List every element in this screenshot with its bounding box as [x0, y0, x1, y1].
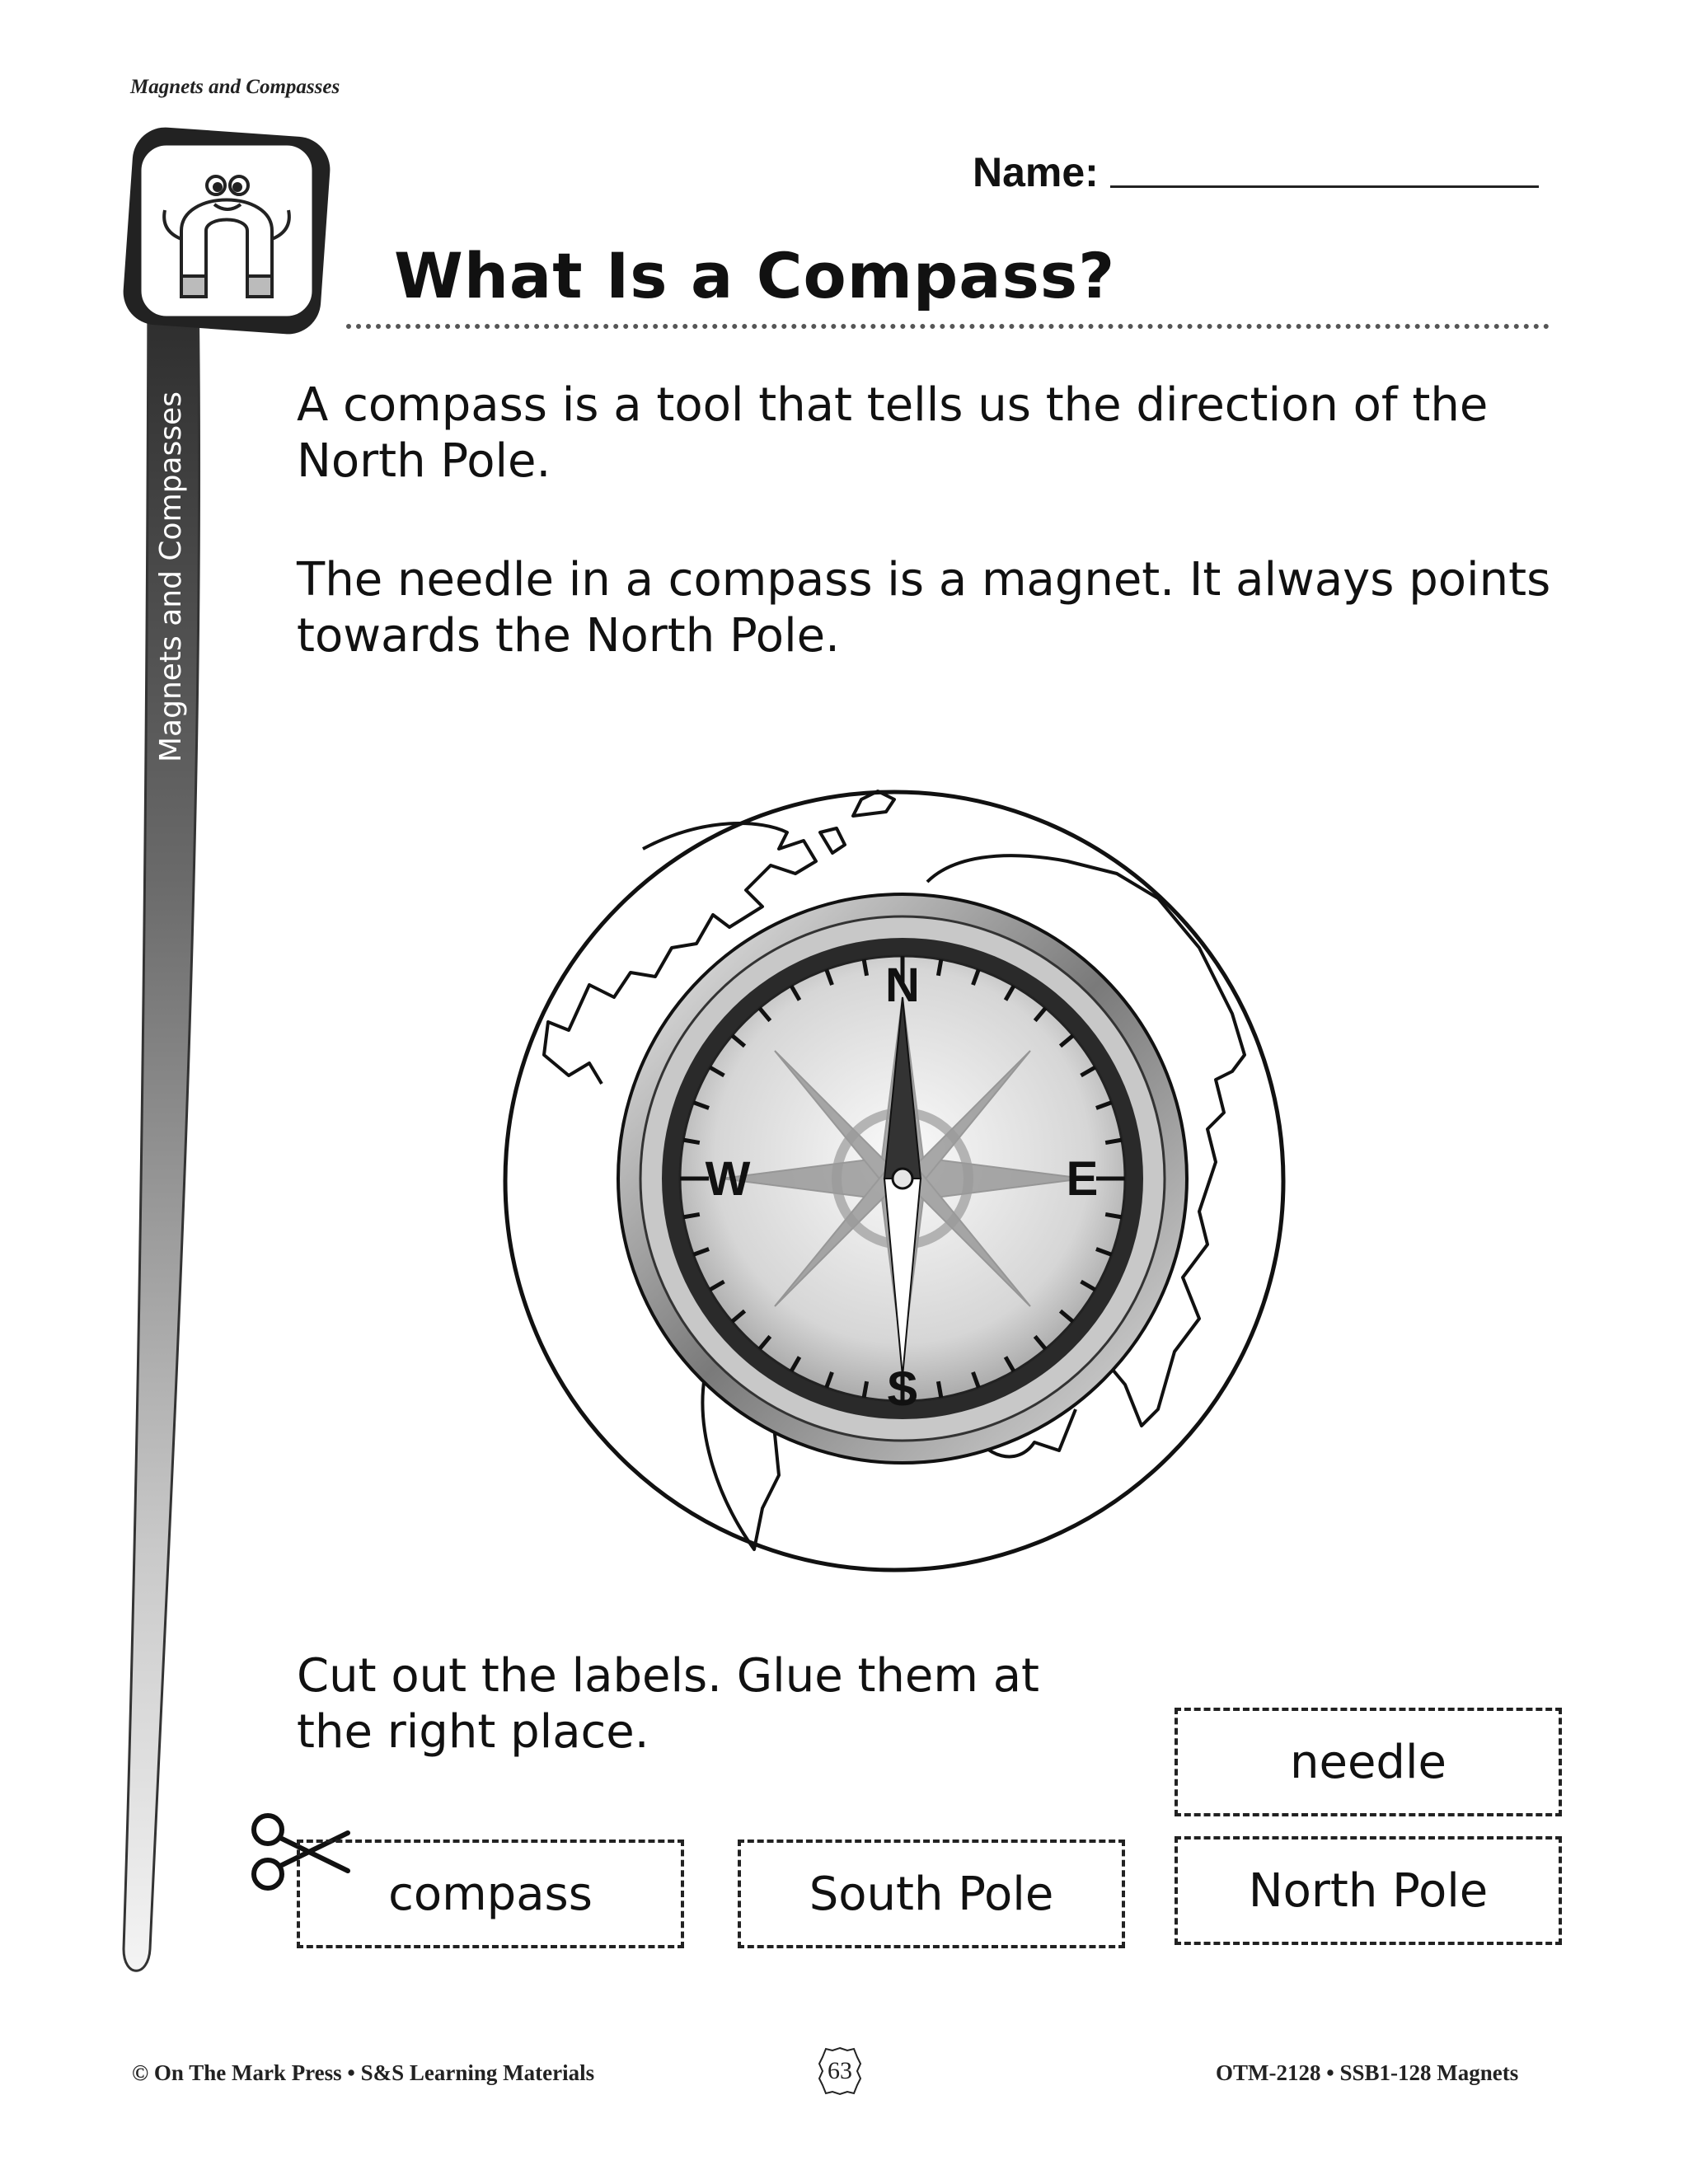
compass-tick	[971, 1371, 981, 1389]
series-header: Magnets and Compasses	[130, 76, 340, 98]
cutout-label-north-pole[interactable]: North Pole	[1175, 1836, 1562, 1945]
name-field: Name:	[973, 148, 1539, 196]
compass-tick	[824, 968, 834, 986]
magnet-mascot-icon	[162, 175, 291, 298]
scissors-icon	[251, 1813, 350, 1891]
compass-tick	[1104, 1212, 1123, 1220]
paragraph-1: A compass is a tool that tells us the di…	[297, 378, 1489, 488]
footer-copyright: © On The Mark Press • S&S Learning Mater…	[132, 2060, 595, 2085]
compass-s-label: S	[887, 1362, 919, 1416]
compass-n-label: N	[885, 958, 920, 1012]
instruction-text: Cut out the labels. Glue them at the rig…	[297, 1649, 1040, 1759]
compass-tick	[692, 1247, 710, 1257]
compass-tick	[789, 1356, 802, 1373]
compass-tick	[861, 1380, 870, 1399]
page-number-badge: 63	[818, 2046, 862, 2097]
cutout-label-compass[interactable]: compass	[297, 1840, 684, 1948]
name-input-line[interactable]	[1109, 185, 1539, 188]
compass-tick	[692, 1100, 710, 1110]
compass-tick	[1058, 1309, 1075, 1324]
page-number: 63	[828, 2057, 852, 2084]
compass-tick	[730, 1309, 747, 1324]
compass-tick	[1058, 1033, 1075, 1048]
compass-tick	[935, 1380, 944, 1399]
compass-tick	[1104, 1137, 1123, 1146]
compass-tick	[935, 958, 944, 977]
compass-tick	[1003, 984, 1016, 1001]
compass-tick	[757, 1334, 772, 1351]
compass-tick	[1033, 1006, 1048, 1023]
compass-tick	[1080, 1065, 1097, 1078]
sidebar-decoration	[122, 127, 331, 1972]
compass-tick	[1080, 1279, 1097, 1292]
compass-tick	[730, 1033, 747, 1048]
compass-tick	[789, 984, 802, 1001]
compass-tick	[682, 1212, 701, 1220]
title-divider	[346, 324, 1550, 329]
compass-tick	[757, 1006, 772, 1023]
compass-tick	[861, 958, 870, 977]
compass-tick	[971, 968, 981, 986]
footer-product-code: OTM-2128 • SSB1-128 Magnets	[1216, 2060, 1519, 2085]
cutout-label-needle[interactable]: needle	[1175, 1708, 1562, 1816]
compass-e-label: E	[1067, 1152, 1099, 1206]
cutout-label-south-pole[interactable]: South Pole	[738, 1840, 1125, 1948]
sidebar-label: Magnets and Compasses	[154, 391, 188, 762]
page-title: What Is a Compass?	[394, 239, 1116, 312]
compass-tick	[1095, 1100, 1113, 1110]
compass-w-label: W	[706, 1152, 751, 1206]
compass-tick	[1095, 1247, 1113, 1257]
compass-tick	[682, 1137, 701, 1146]
compass-needle	[883, 996, 922, 1377]
compass-tick	[708, 1065, 725, 1078]
compass-tick	[824, 1371, 834, 1389]
name-label: Name:	[973, 149, 1099, 195]
globe-compass-illustration: N S W E	[503, 790, 1286, 1572]
paragraph-2: The needle in a compass is a magnet. It …	[297, 553, 1551, 663]
compass-tick	[1003, 1356, 1016, 1373]
compass-tick	[1033, 1334, 1048, 1351]
compass-tick	[708, 1279, 725, 1292]
